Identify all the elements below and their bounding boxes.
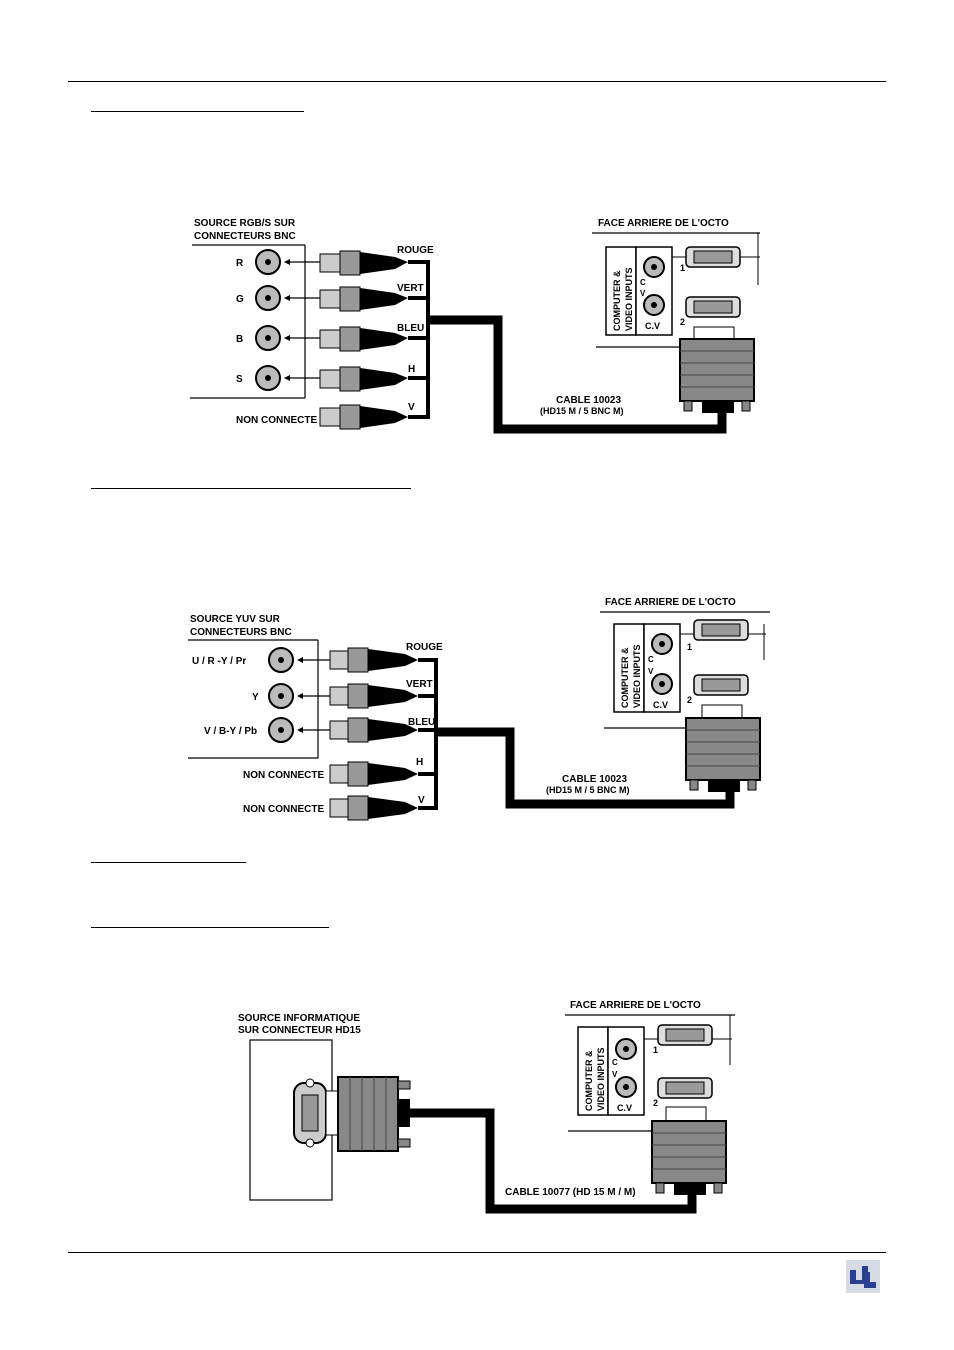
footer-rule — [68, 1252, 886, 1253]
fig2-label-v: V — [418, 795, 425, 806]
svg-text:Y: Y — [252, 692, 259, 703]
fig1-cable-name: CABLE 10023 — [556, 395, 621, 406]
fig2-cable-name: CABLE 10023 — [562, 774, 627, 785]
svg-text:U / R -Y / Pr: U / R -Y / Pr — [192, 656, 246, 667]
svg-text:G: G — [236, 294, 244, 305]
fig1-rear-title: FACE ARRIERE DE L'OCTO — [598, 218, 729, 229]
fig1-label-bleu: BLEU — [397, 323, 424, 334]
fig2-panel-label-2: VIDEO INPUTS — [632, 644, 642, 708]
fig1-cable-spec: (HD15 M / 5 BNC M) — [540, 406, 624, 416]
fig3-rear-title: FACE ARRIERE DE L'OCTO — [570, 1000, 701, 1011]
figure-yuv-connection: SOURCE YUV SUR CONNECTEURS BNC U / R -Y … — [188, 597, 770, 821]
fig1-port-s: S — [236, 365, 320, 391]
brand-logo-mark — [850, 1266, 876, 1288]
fig1-panel-label-2: VIDEO INPUTS — [624, 267, 634, 331]
fig2-port-u: U / R -Y / Pr — [192, 647, 330, 673]
fig1-label-rouge: ROUGE — [397, 245, 434, 256]
fig2-cv-letter-v: V — [648, 667, 654, 676]
header-rule — [68, 81, 886, 82]
fig3-source-title-line2: SUR CONNECTEUR HD15 — [238, 1025, 361, 1036]
fig1-cv-letter-c: C — [640, 278, 646, 287]
fig2-label-rouge: ROUGE — [406, 642, 443, 653]
fig2-cv-label: C.V — [653, 700, 668, 710]
svg-text:S: S — [236, 374, 243, 385]
brand-logo — [846, 1260, 880, 1293]
fig1-cv-letter-v: V — [640, 289, 646, 298]
section-heading-3-underline — [91, 862, 246, 863]
fig2-label-h: H — [416, 757, 423, 768]
fig1-label-vert: VERT — [397, 283, 424, 294]
fig2-input-1: 1 — [687, 642, 692, 652]
svg-text:V / B-Y / Pb: V / B-Y / Pb — [204, 726, 257, 737]
fig2-input-2: 2 — [687, 695, 692, 705]
fig1-source-title-line2: CONNECTEURS BNC — [194, 231, 296, 242]
fig1-port-r: R — [236, 249, 320, 275]
svg-text:R: R — [236, 258, 244, 269]
fig3-input-2: 2 — [653, 1098, 658, 1108]
fig3-cv-label: C.V — [617, 1103, 632, 1113]
fig3-input-1: 1 — [653, 1045, 658, 1055]
fig2-port-v: V / B-Y / Pb — [204, 717, 330, 743]
fig3-cable-name: CABLE 10077 (HD 15 M / M) — [505, 1187, 636, 1198]
fig1-port-b: B — [236, 325, 320, 351]
fig2-source-title-line2: CONNECTEURS BNC — [190, 627, 292, 638]
figure-rgbs-connection: SOURCE RGB/S SUR CONNECTEURS BNC R G B S… — [190, 218, 760, 434]
fig1-not-connected: NON CONNECTE — [236, 415, 317, 426]
fig2-label-bleu: BLEU — [408, 717, 435, 728]
fig1-label-v: V — [408, 402, 415, 413]
fig2-rear-title: FACE ARRIERE DE L'OCTO — [605, 597, 736, 608]
figure-hd15-connection: SOURCE INFORMATIQUE SUR CONNECTEUR HD15 … — [238, 1000, 735, 1214]
section-heading-4-underline — [91, 927, 329, 928]
fig1-cv-label: C.V — [645, 321, 660, 331]
fig3-source-title-line1: SOURCE INFORMATIQUE — [238, 1013, 360, 1024]
fig2-cv-letter-c: C — [648, 655, 654, 664]
fig2-label-vert: VERT — [406, 679, 433, 690]
fig1-input-2: 2 — [680, 317, 685, 327]
fig2-cable-spec: (HD15 M / 5 BNC M) — [546, 785, 630, 795]
fig1-port-g: G — [236, 285, 320, 311]
svg-text:B: B — [236, 334, 243, 345]
fig1-label-h: H — [408, 364, 415, 375]
fig1-panel-label-1: COMPUTER & — [612, 270, 622, 331]
fig3-cv-letter-c: C — [612, 1058, 618, 1067]
fig2-port-y: Y — [252, 683, 330, 709]
fig2-not-connected-v: NON CONNECTE — [243, 804, 324, 815]
fig3-panel-label-1: COMPUTER & — [584, 1050, 594, 1111]
fig3-panel-label-2: VIDEO INPUTS — [596, 1047, 606, 1111]
fig1-source-title-line1: SOURCE RGB/S SUR — [194, 218, 296, 229]
section-heading-2-underline — [91, 488, 411, 489]
fig3-cv-letter-v: V — [612, 1070, 618, 1079]
fig2-source-title-line1: SOURCE YUV SUR — [190, 614, 281, 625]
fig2-panel-label-1: COMPUTER & — [620, 647, 630, 708]
section-heading-1-underline — [91, 111, 304, 112]
fig1-input-1: 1 — [680, 263, 685, 273]
fig2-not-connected-h: NON CONNECTE — [243, 770, 324, 781]
